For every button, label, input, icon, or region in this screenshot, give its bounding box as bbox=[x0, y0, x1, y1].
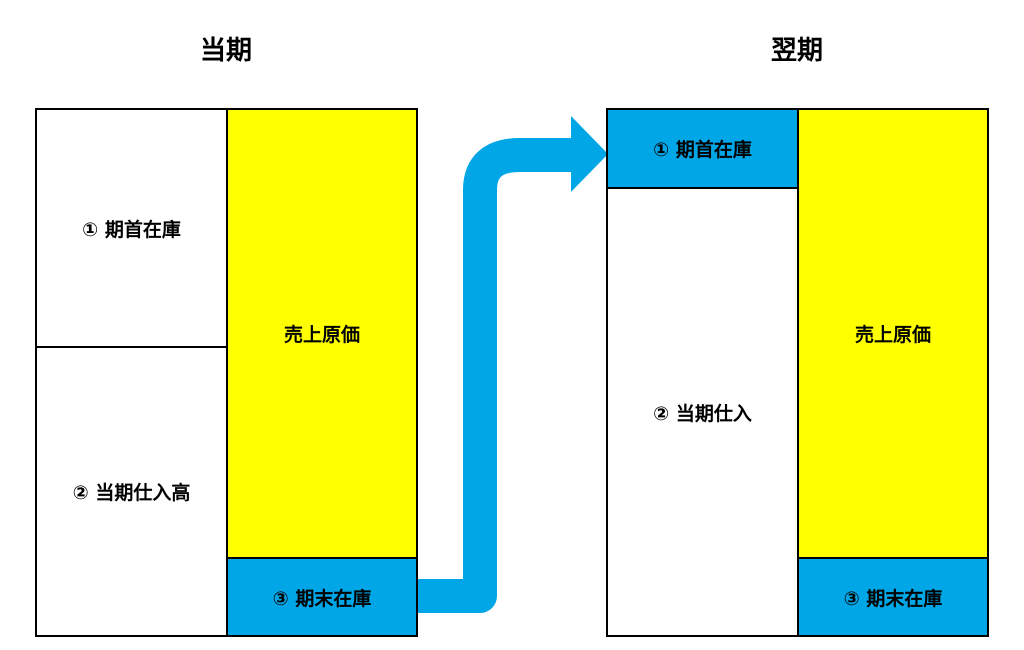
next-ending-inventory-label: ③ 期末在庫 bbox=[843, 587, 943, 610]
next-ending-inventory-box: ③ 期末在庫 bbox=[797, 557, 989, 637]
next-opening-inventory-box: ① 期首在庫 bbox=[606, 108, 799, 189]
current-cost-of-sales-box: 売上原価 bbox=[226, 108, 418, 559]
next-period-title: 翌期 bbox=[770, 36, 823, 66]
current-ending-inventory-label: ③ 期末在庫 bbox=[272, 587, 372, 610]
current-ending-inventory-box: ③ 期末在庫 bbox=[226, 557, 418, 637]
next-cost-of-sales-box: 売上原価 bbox=[797, 108, 989, 559]
current-purchases-label: ② 当期仕入高 bbox=[72, 482, 191, 504]
current-cost-of-sales-label: 売上原価 bbox=[283, 324, 360, 346]
current-opening-inventory-label: ① 期首在庫 bbox=[82, 218, 181, 241]
current-opening-inventory-box: ① 期首在庫 bbox=[35, 108, 228, 348]
next-cost-of-sales-label: 売上原価 bbox=[854, 324, 931, 346]
current-period-title: 当期 bbox=[199, 36, 252, 66]
current-purchases-box: ② 当期仕入高 bbox=[35, 346, 228, 637]
next-purchases-box: ② 当期仕入 bbox=[606, 187, 799, 637]
next-opening-inventory-label: ① 期首在庫 bbox=[653, 139, 752, 161]
next-purchases-label: ② 当期仕入 bbox=[653, 402, 752, 425]
